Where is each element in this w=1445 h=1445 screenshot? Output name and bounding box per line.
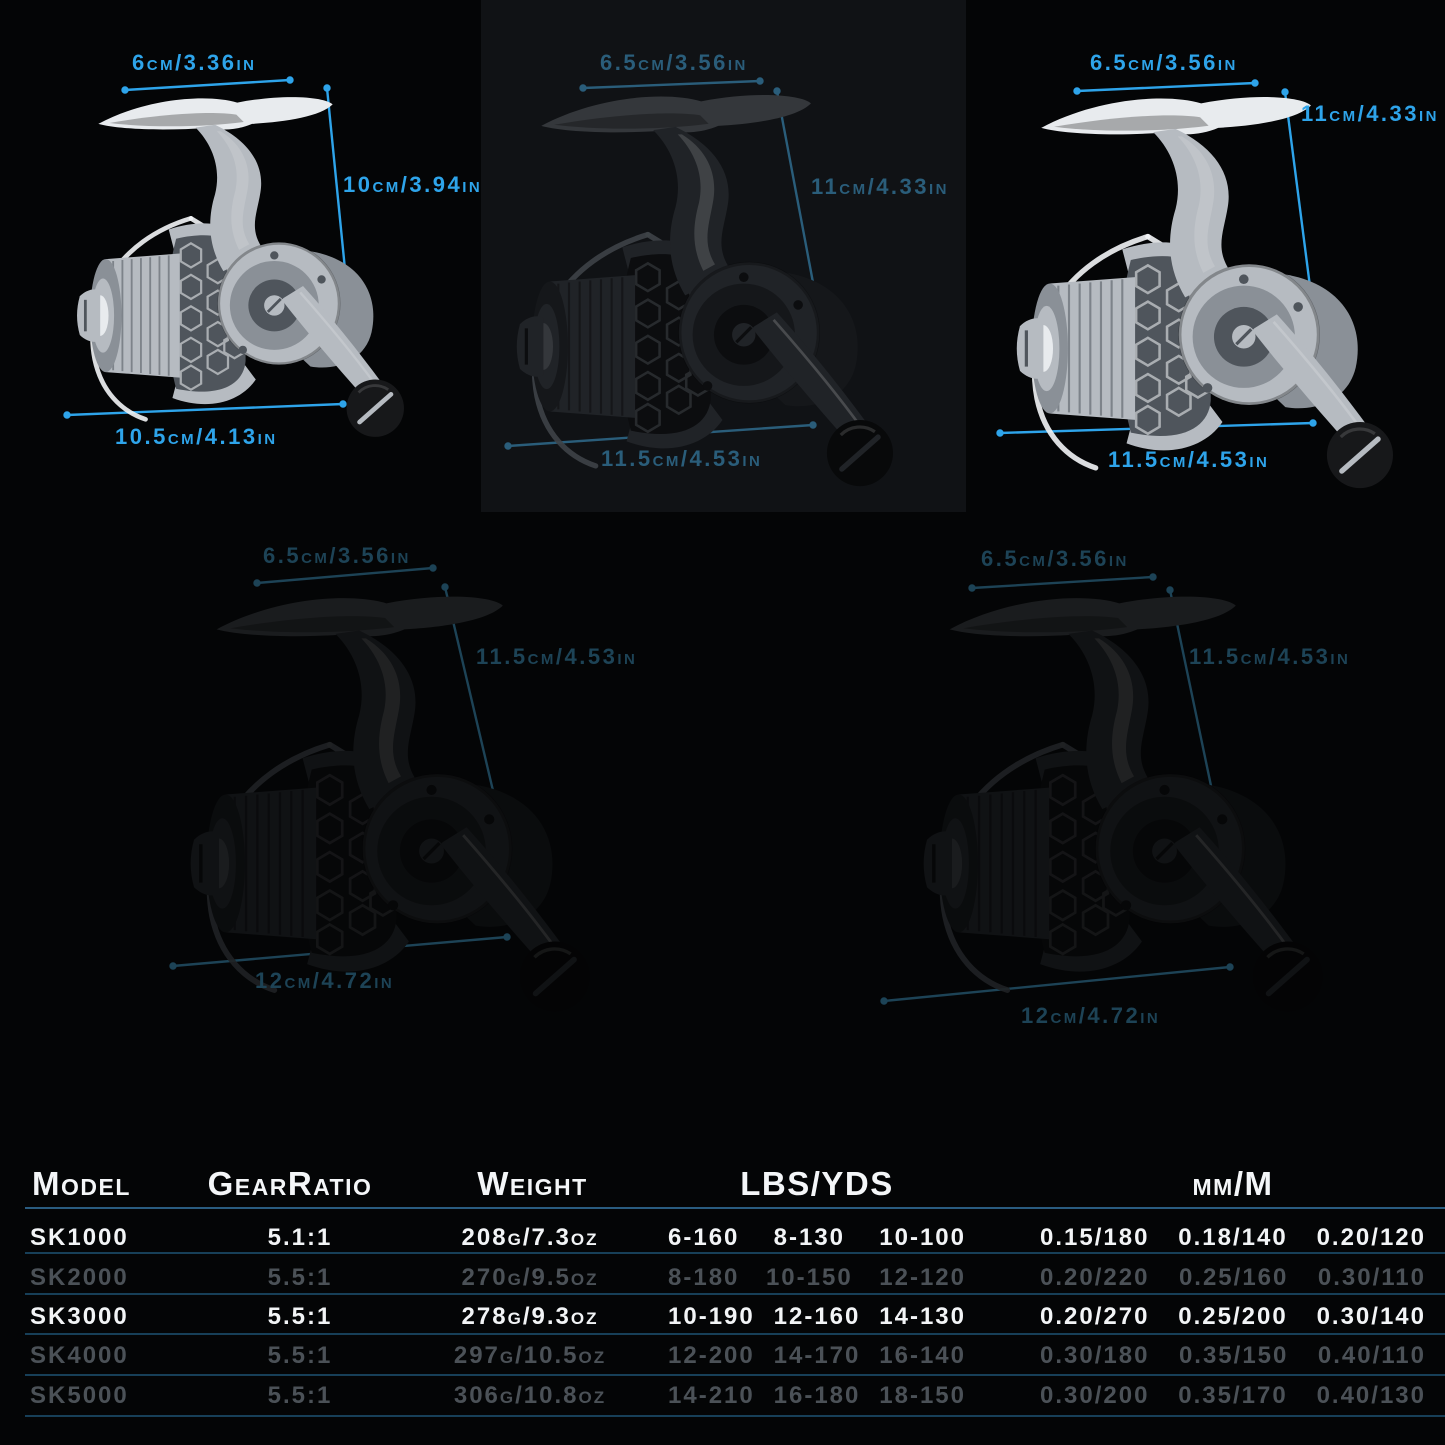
header-lbs-yds: LBS/YDS	[740, 1165, 894, 1202]
cell-gear-ratio: 5.5:1	[267, 1303, 333, 1330]
lbs-value: 8-180	[668, 1264, 740, 1291]
row-divider	[25, 1252, 1445, 1254]
mm-value: 0.40/110	[1317, 1342, 1426, 1369]
body-height-label: 11.5cm/4.53in	[476, 644, 638, 669]
center-background-panel	[481, 0, 966, 512]
table-row-sk1000: SK1000 5.1:1 208g/7.3oz 6-160 8-130 10-1…	[0, 1218, 1445, 1258]
mm-value: 0.35/170	[1178, 1382, 1288, 1409]
cell-mm-m: 0.20/270 0.25/200 0.30/140	[1040, 1297, 1426, 1337]
spinning-reel-black	[893, 566, 1323, 1041]
cell-lbs-yds: 14-210 16-180 18-150	[668, 1376, 966, 1416]
mm-value: 0.25/200	[1178, 1303, 1288, 1330]
spinning-reel-black	[160, 566, 590, 1041]
cell-model: SK2000	[30, 1264, 129, 1291]
row-divider	[25, 1333, 1445, 1335]
spec-table: Model GearRatio Weight LBS/YDS mm/M SK10…	[0, 1150, 1445, 1445]
table-row-sk2000: SK2000 5.5:1 270g/9.5oz 8-180 10-150 12-…	[0, 1258, 1445, 1298]
cell-weight: 208g/7.3oz	[461, 1224, 599, 1251]
mm-value: 0.30/180	[1040, 1342, 1150, 1369]
dimension-lines-mid-left	[169, 564, 527, 970]
header-model: Model	[32, 1165, 131, 1202]
mm-value: 0.30/140	[1316, 1303, 1426, 1330]
lbs-value: 14-210	[668, 1382, 755, 1409]
spinning-reel-silver	[52, 72, 404, 461]
row-divider	[25, 1374, 1445, 1376]
lbs-value: 8-130	[773, 1224, 846, 1251]
spool-width-label: 6.5cm/3.56in	[263, 543, 411, 568]
spool-width-label: 6cm/3.36in	[132, 50, 257, 75]
overall-length-label: 12cm/4.72in	[255, 968, 395, 993]
table-row-sk5000: SK5000 5.5:1 306g/10.8oz 14-210 16-180 1…	[0, 1376, 1445, 1416]
cell-weight: 270g/9.5oz	[461, 1264, 599, 1291]
dimension-lines-top-right	[996, 79, 1326, 437]
row-divider	[25, 1415, 1445, 1417]
spec-table-header: Model GearRatio Weight LBS/YDS mm/M	[0, 1162, 1445, 1206]
dimension-lines-mid-right	[880, 573, 1241, 1005]
cell-mm-m: 0.20/220 0.25/160 0.30/110	[1040, 1258, 1426, 1298]
lbs-value: 16-180	[773, 1382, 861, 1409]
cell-gear-ratio: 5.5:1	[267, 1342, 333, 1369]
cell-mm-m: 0.15/180 0.18/140 0.20/120	[1040, 1218, 1426, 1258]
lbs-value: 18-150	[879, 1382, 966, 1409]
cell-gear-ratio: 5.1:1	[267, 1224, 333, 1251]
header-divider	[25, 1207, 1445, 1209]
mm-value: 0.15/180	[1040, 1224, 1150, 1251]
body-height-label: 11.5cm/4.53in	[1189, 644, 1351, 669]
lbs-value: 10-190	[668, 1303, 755, 1330]
body-height-label: 10cm/3.94in	[343, 172, 483, 197]
lbs-value: 14-170	[773, 1342, 861, 1369]
cell-mm-m: 0.30/200 0.35/170 0.40/130	[1040, 1376, 1426, 1416]
mm-value: 0.25/160	[1178, 1264, 1289, 1291]
lbs-value: 14-130	[879, 1303, 966, 1330]
cell-lbs-yds: 6-160 8-130 10-100	[668, 1218, 966, 1258]
table-row-sk4000: SK4000 5.5:1 297g/10.5oz 12-200 14-170 1…	[0, 1336, 1445, 1376]
lbs-value: 16-140	[879, 1342, 966, 1369]
cell-lbs-yds: 8-180 10-150 12-120	[668, 1258, 966, 1298]
cell-gear-ratio: 5.5:1	[267, 1264, 333, 1291]
mm-value: 0.20/270	[1040, 1303, 1150, 1330]
mm-value: 0.40/130	[1316, 1382, 1426, 1409]
lbs-value: 10-100	[879, 1224, 966, 1251]
dimension-lines-top-left	[63, 76, 357, 419]
lbs-value: 10-150	[765, 1264, 853, 1291]
spool-width-label: 6.5cm/3.56in	[1090, 50, 1238, 75]
table-row-sk3000: SK3000 5.5:1 278g/9.3oz 10-190 12-160 14…	[0, 1297, 1445, 1337]
lbs-value: 12-200	[668, 1342, 755, 1369]
mm-value: 0.20/120	[1316, 1224, 1426, 1251]
header-weight: Weight	[477, 1165, 588, 1202]
overall-length-label: 10.5cm/4.13in	[115, 424, 278, 449]
mm-value: 0.30/200	[1040, 1382, 1150, 1409]
header-gear-ratio: GearRatio	[207, 1165, 373, 1202]
cell-model: SK5000	[30, 1382, 129, 1409]
cell-model: SK1000	[30, 1224, 129, 1251]
cell-lbs-yds: 12-200 14-170 16-140	[668, 1336, 966, 1376]
lbs-value: 12-120	[879, 1264, 966, 1291]
spool-width-label: 6.5cm/3.56in	[981, 546, 1129, 571]
cell-weight: 306g/10.8oz	[453, 1382, 607, 1409]
lbs-value: 6-160	[668, 1224, 740, 1251]
lbs-value: 12-160	[773, 1303, 861, 1330]
mm-value: 0.18/140	[1178, 1224, 1288, 1251]
body-height-label: 11cm/4.33in	[1301, 101, 1440, 126]
cell-gear-ratio: 5.5:1	[267, 1382, 333, 1409]
mm-value: 0.30/110	[1317, 1264, 1426, 1291]
overall-length-label: 12cm/4.72in	[1021, 1003, 1161, 1028]
row-divider	[25, 1293, 1445, 1295]
cell-weight: 278g/9.3oz	[461, 1303, 599, 1330]
cell-weight: 297g/10.5oz	[453, 1342, 607, 1369]
spinning-reel-silver	[988, 68, 1393, 516]
cell-lbs-yds: 10-190 12-160 14-130	[668, 1297, 966, 1337]
mm-value: 0.35/150	[1178, 1342, 1289, 1369]
header-mm-m: mm/M	[1192, 1165, 1274, 1202]
cell-model: SK4000	[30, 1342, 129, 1369]
overall-length-label: 11.5cm/4.53in	[1108, 447, 1270, 472]
cell-mm-m: 0.30/180 0.35/150 0.40/110	[1040, 1336, 1426, 1376]
cell-model: SK3000	[30, 1303, 129, 1330]
mm-value: 0.20/220	[1040, 1264, 1150, 1291]
